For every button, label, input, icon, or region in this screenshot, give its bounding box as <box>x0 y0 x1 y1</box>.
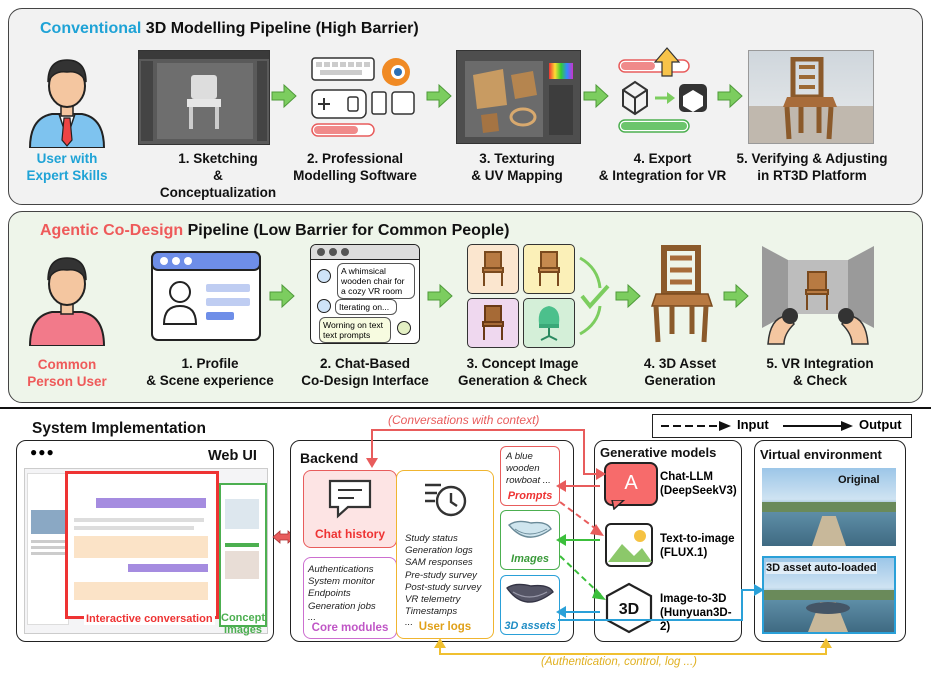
agentic-title: Agentic Co-Design Pipeline (Low Barrier … <box>40 222 509 240</box>
interactive-conversation-label: Interactive conversation <box>84 613 215 625</box>
webui-title: Web UI <box>208 448 257 464</box>
rt3d-platform-image <box>748 50 874 144</box>
auth-control-arrow <box>439 644 827 655</box>
chat-llm-icon: A <box>604 462 658 506</box>
conventional-step-5-label: 5. Verifying & Adjusting in RT3D Platfor… <box>736 151 888 183</box>
agentic-arrow-1 <box>269 283 295 309</box>
vr-autoloaded-screenshot: 3D asset auto-loaded <box>762 556 896 634</box>
core-modules-more: ... <box>308 612 316 623</box>
user-logs-label: User logs <box>418 621 472 633</box>
pipeline-flow-arrows <box>269 83 749 309</box>
system-title: System Implementation <box>32 420 206 437</box>
expert-user-icon <box>28 59 106 148</box>
agentic-arrow-3 <box>615 283 641 309</box>
legend-output-label: Output <box>859 417 902 432</box>
vr-original-label: Original <box>838 474 880 486</box>
common-user-icon <box>28 257 106 346</box>
texturing-image <box>456 50 581 144</box>
prompts-label: Prompts <box>507 490 553 502</box>
webui-dots: ●●● <box>30 445 55 459</box>
core-modules-label: Core modules <box>311 622 389 634</box>
agentic-title-rest: Pipeline (Low Barrier for Common People) <box>183 222 510 239</box>
chat-bubble-2: Iterating on... <box>335 299 397 315</box>
export-integration-icon <box>618 47 707 133</box>
chat-bubble-3: Worning on text text prompts <box>319 317 391 343</box>
conventional-step-1-label: 1. Sketching & Conceptualization <box>159 151 277 200</box>
assets-to-vr-arrow <box>558 589 760 621</box>
prompts-module: A blue wooden rowboat ... Prompts <box>500 446 560 506</box>
agentic-step-5-label: 5. VR Integration & Check <box>766 356 874 388</box>
asset-chair-image <box>650 245 714 343</box>
user-logs-module: Study status Generation logs SAM respons… <box>396 470 494 639</box>
auth-control-note: (Authentication, control, log ...) <box>538 656 700 669</box>
chat-llm-icon-letter: A <box>624 472 638 494</box>
modelling-software-icon <box>311 57 415 137</box>
conventional-arrow-1 <box>271 83 297 109</box>
conventional-step-4-label: 4. Export & Integration for VR <box>598 151 727 183</box>
concept-images-label: Concept Images <box>221 612 265 636</box>
assets-module: 3D assets <box>500 575 560 635</box>
prompts-text: A blue wooden rowboat ... <box>506 451 551 487</box>
virtual-title: Virtual environment <box>760 447 882 462</box>
interactive-conversation-region[interactable] <box>65 471 219 619</box>
image-to-3d-label: Image-to-3D (Hunyuan3D- 2) <box>660 593 732 633</box>
section-divider <box>0 407 931 409</box>
agentic-step-2-label: 2. Chat-Based Co-Design Interface <box>301 356 429 388</box>
images-label: Images <box>511 553 549 565</box>
text-to-image-label: Text-to-image (FLUX.1) <box>660 533 735 559</box>
concept-check-icon <box>579 256 610 336</box>
conventional-title-accent: Conventional <box>40 20 142 37</box>
agentic-arrow-4 <box>723 283 749 309</box>
backend-title: Backend <box>300 450 359 466</box>
agentic-title-accent: Agentic Co-Design <box>40 222 184 239</box>
conversations-note: (Conversations with context) <box>388 413 540 427</box>
common-user-label: Common Person User <box>27 357 107 389</box>
chat-history-label: Chat history <box>314 527 385 541</box>
profile-window-icon <box>151 251 261 341</box>
user-logs-more: ... <box>405 617 413 628</box>
vr-integration-image <box>762 246 874 345</box>
chat-avatar-2 <box>317 299 331 313</box>
conventional-arrow-3 <box>583 83 609 109</box>
agentic-step-1-label: 1. Profile & Scene experience <box>146 356 274 388</box>
agentic-arrow-2 <box>427 283 453 309</box>
generative-title: Generative models <box>600 445 717 460</box>
conventional-title-rest: 3D Modelling Pipeline (High Barrier) <box>141 20 419 37</box>
conventional-title: Conventional 3D Modelling Pipeline (High… <box>40 20 419 38</box>
webui-screenshot <box>24 468 268 634</box>
images-module: Images <box>500 510 560 570</box>
expert-user-label: User with Expert Skills <box>26 151 108 183</box>
system-flow-arrows <box>366 429 832 655</box>
conventional-arrow-4 <box>717 83 743 109</box>
conventional-step-3-label: 3. Texturing & UV Mapping <box>471 151 563 183</box>
assets-label: 3D assets <box>504 620 556 632</box>
prompts-to-t2i-arrow <box>559 501 601 533</box>
user-logs-items: Study status Generation logs SAM respons… <box>405 533 482 618</box>
conventional-step-2-label: 2. Professional Modelling Software <box>293 151 417 183</box>
vr-original-screenshot: Original <box>762 468 896 546</box>
chat-avatar-3 <box>397 321 411 335</box>
chat-history-icon <box>328 479 372 519</box>
clock-list-icon <box>425 483 467 517</box>
core-modules-items: Authentications System monitor Endpoints… <box>308 564 376 612</box>
chat-bubble-1: A whimsical wooden chair for a cozy VR r… <box>337 263 415 299</box>
conventional-arrow-2 <box>426 83 452 109</box>
legend-input-label: Input <box>737 417 769 432</box>
chat-interface-window: A whimsical wooden chair for a cozy VR r… <box>310 244 420 344</box>
agentic-step-3-label: 3. Concept Image Generation & Check <box>457 356 588 388</box>
conversations-loop-arrow <box>371 429 600 475</box>
concept-images-region[interactable] <box>219 483 267 627</box>
image-to-3d-icon-text: 3D <box>619 601 639 618</box>
agentic-step-4-label: 4. 3D Asset Generation <box>643 356 717 388</box>
chat-llm-label: Chat-LLM (DeepSeekV3) <box>660 471 737 497</box>
legend-box: Input Output <box>652 414 912 438</box>
text-to-image-icon <box>605 523 653 567</box>
boat-image-icon <box>507 520 552 538</box>
core-modules-module: Authentications System monitor Endpoints… <box>303 557 397 639</box>
vr-autoloaded-label: 3D asset auto-loaded <box>766 562 877 574</box>
sketching-image <box>138 50 270 145</box>
chat-avatar-1 <box>317 269 331 283</box>
concept-image-grid <box>467 244 575 348</box>
boat-asset-icon <box>506 583 554 603</box>
